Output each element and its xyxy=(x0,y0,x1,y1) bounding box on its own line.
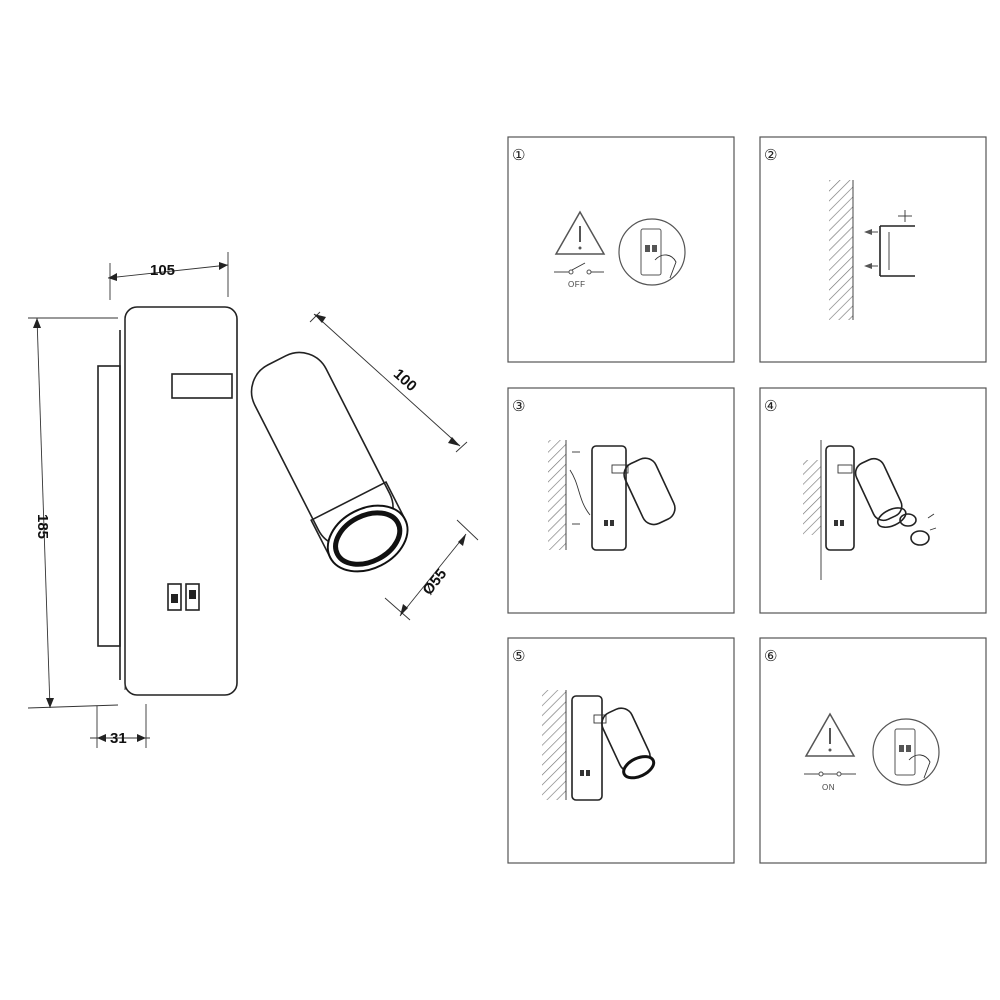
step-number-3: ③ xyxy=(512,397,525,415)
hand-press-icon xyxy=(618,218,686,286)
switch-on-icon xyxy=(804,771,856,777)
mounting-plate-icon xyxy=(879,225,915,277)
wall-hatch-icon xyxy=(548,440,566,550)
mini-lamp-icon xyxy=(825,445,907,551)
screw-icon xyxy=(864,229,878,269)
dimension-width: 105 xyxy=(107,252,229,300)
dimension-height-label: 185 xyxy=(34,514,51,539)
wall-hatch-icon xyxy=(542,690,566,800)
switch-off-icon xyxy=(554,262,604,275)
wall-hatch-icon xyxy=(803,460,821,535)
dimension-width-label: 105 xyxy=(150,262,175,279)
step-panel-2: ② xyxy=(759,136,987,363)
dimension-head-diameter-label: Ø55 xyxy=(419,566,450,599)
step-number-1: ① xyxy=(512,146,525,164)
front-plate xyxy=(124,306,238,696)
lamp-arm xyxy=(171,373,233,399)
bulb-icon xyxy=(899,513,937,546)
hand-press-icon xyxy=(872,718,940,786)
back-plate xyxy=(97,365,121,647)
warning-triangle-icon xyxy=(554,210,606,255)
dimension-depth-label: 31 xyxy=(110,730,127,747)
mini-lamp-icon xyxy=(591,445,676,551)
step-number-5: ⑤ xyxy=(512,647,525,665)
dimension-height: 185 xyxy=(27,317,119,709)
mini-lamp-icon xyxy=(571,695,656,801)
step-1-caption: OFF xyxy=(568,280,586,289)
wall-hatch-icon xyxy=(829,180,853,320)
switch-icon xyxy=(167,583,200,611)
main-lamp-drawing: 105 185 31 100 xyxy=(27,252,479,748)
step-panel-5: ⑤ xyxy=(507,637,735,864)
step-6-caption: ON xyxy=(822,783,835,792)
step-number-6: ⑥ xyxy=(764,647,777,665)
step-number-4: ④ xyxy=(764,397,777,415)
step-panel-6: ⑥ ON xyxy=(759,637,987,864)
step-number-2: ② xyxy=(764,146,777,164)
warning-triangle-icon xyxy=(804,712,856,757)
cable-icon xyxy=(569,469,591,516)
dimension-depth: 31 xyxy=(90,704,150,748)
dimension-arm-length-label: 100 xyxy=(390,366,420,395)
step-panel-3: ③ xyxy=(507,387,735,614)
step-panel-1: ① OFF xyxy=(507,136,735,363)
step-panel-4: ④ xyxy=(759,387,987,614)
drill-icon xyxy=(898,210,912,222)
lamp-head xyxy=(250,351,409,573)
